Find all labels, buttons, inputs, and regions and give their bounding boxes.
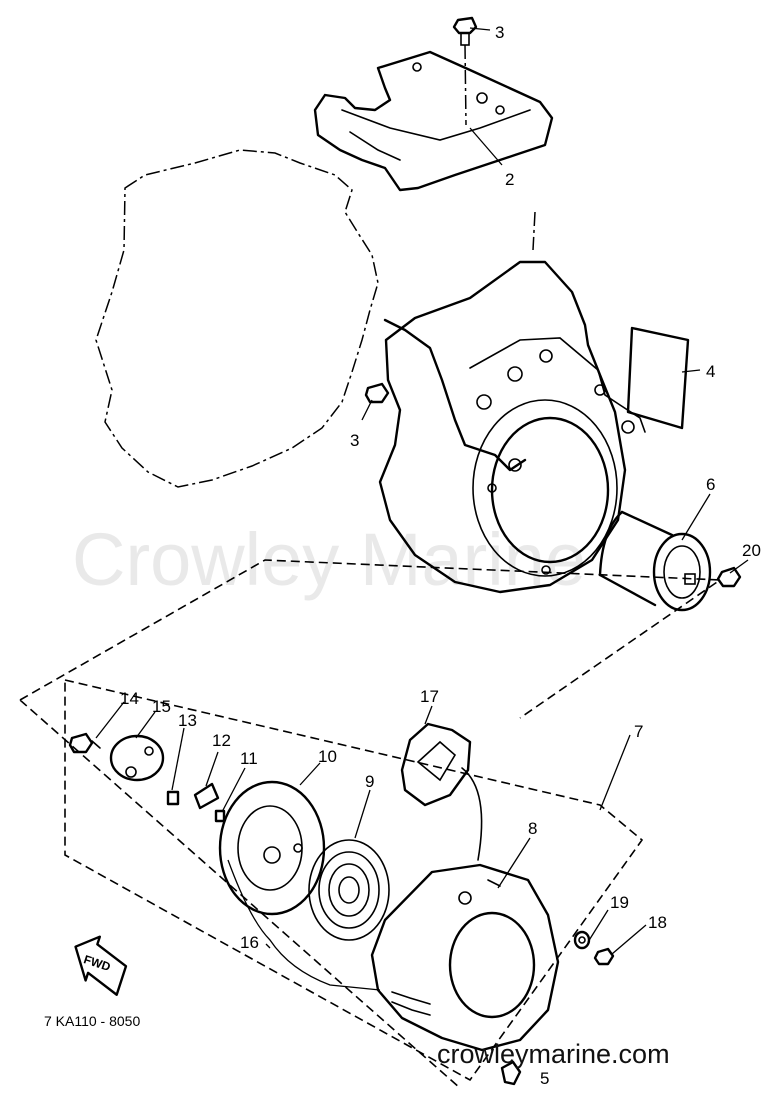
pulley-part-10 (218, 780, 326, 916)
callout-3-top: 3 (495, 23, 504, 42)
drive-plate-part-15 (109, 734, 165, 782)
starter-handle-part-17 (400, 722, 483, 861)
starter-group-frame (19, 559, 723, 1089)
starter-assembly-frame (64, 678, 644, 1082)
recoil-spring-part-9 (308, 839, 390, 941)
fwd-label: FWD (82, 952, 113, 974)
callout-leaders (95, 27, 749, 955)
bolt-part-18 (593, 947, 615, 966)
gasket-part-4 (626, 326, 690, 430)
site-label: crowleymarine.com (437, 1039, 670, 1069)
starter-case-part-7 (370, 863, 560, 1052)
spring-part-13 (166, 790, 180, 806)
callout-19: 19 (610, 893, 629, 912)
callout-10: 10 (318, 747, 337, 766)
fwd-arrow: FWD (74, 935, 128, 996)
callout-13: 13 (178, 711, 197, 730)
callout-11: 11 (240, 749, 258, 768)
callout-7: 7 (634, 722, 643, 741)
bolt-part-14 (68, 732, 101, 754)
callout-2: 2 (505, 170, 514, 189)
engine-block-outline (95, 149, 379, 488)
spring-part-11 (214, 809, 226, 823)
callout-8: 8 (528, 819, 537, 838)
bolt-part-3-top (452, 16, 478, 126)
callout-20: 20 (742, 541, 761, 560)
callout-4: 4 (706, 362, 715, 381)
engine-block-edge (532, 211, 536, 251)
callout-9: 9 (365, 772, 374, 791)
top-bracket-part (313, 50, 554, 192)
callout-12: 12 (212, 731, 231, 750)
callout-6: 6 (706, 475, 715, 494)
fan-housing (378, 260, 646, 594)
drawing-code: 7 KA110 - 8050 (44, 1013, 140, 1029)
bolt-part-20 (716, 566, 742, 588)
callout-16: 16 (240, 933, 259, 952)
callout-17: 17 (420, 687, 439, 706)
bolt-part-3-left (364, 382, 390, 404)
washer-part-19 (573, 930, 591, 950)
bolt-part-5 (500, 1060, 522, 1086)
pawl-part-12 (193, 782, 220, 810)
callout-15: 15 (152, 697, 171, 716)
watermark: Crowley Marine (72, 518, 586, 601)
starter-cup-part-6 (598, 510, 712, 612)
callout-14: 14 (120, 689, 139, 708)
callout-5: 5 (540, 1069, 549, 1088)
callout-18: 18 (648, 913, 667, 932)
starter-rope-part-16 (227, 859, 381, 991)
callout-3-left: 3 (350, 431, 359, 450)
